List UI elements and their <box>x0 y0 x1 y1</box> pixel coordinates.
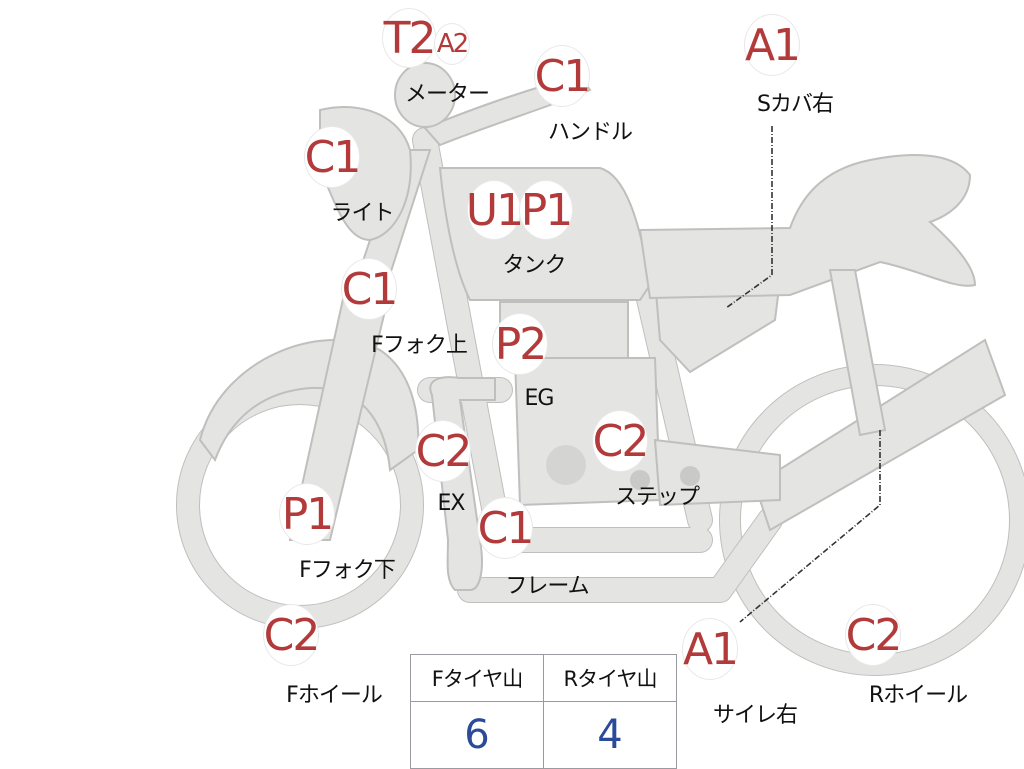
exhaust-grade-badge: C2 <box>416 421 470 481</box>
side-cover-label: Sカバ右 <box>757 86 833 118</box>
rear-shock-shape <box>830 270 885 435</box>
step-grade-badge: C2 <box>593 411 647 471</box>
engine-label: EG <box>525 386 554 411</box>
front-wheel-grade-badge: C2 <box>264 605 318 665</box>
fork-upper-label: Fフォク上 <box>371 327 467 359</box>
handle-label: ハンドル <box>548 114 632 146</box>
frame-grade-badge: C1 <box>478 498 532 558</box>
handle-grade-badge: C1 <box>535 46 589 106</box>
meter-label: メーター <box>405 76 489 108</box>
seat-shape <box>640 155 975 298</box>
tire-tread-table: Fタイヤ山 Rタイヤ山 6 4 <box>410 654 677 769</box>
step-label: ステップ <box>615 479 699 511</box>
light-label: ライト <box>330 195 393 227</box>
fork-lower-label: Fフォク下 <box>299 552 395 584</box>
light-grade-badge: C1 <box>305 127 359 187</box>
muffler-label: サイレ右 <box>713 697 797 729</box>
fork-upper-grade-badge: C1 <box>342 259 396 319</box>
meter-grade-badge-2: A2 <box>435 24 469 64</box>
tire-table-header-row: Fタイヤ山 Rタイヤ山 <box>411 655 677 702</box>
muffler-grade-badge: A1 <box>683 619 737 679</box>
rear-tire-value: 4 <box>544 702 677 769</box>
rear-tire-header: Rタイヤ山 <box>544 655 677 702</box>
side-cover-grade-badge: A1 <box>745 15 799 75</box>
front-tire-header: Fタイヤ山 <box>411 655 544 702</box>
tank-grade-badge-1: U1 <box>468 181 520 239</box>
exhaust-label: EX <box>438 491 465 516</box>
frame-label: フレーム <box>505 568 588 600</box>
fork-lower-grade-badge: P1 <box>280 484 334 544</box>
tire-table-value-row: 6 4 <box>411 702 677 769</box>
engine-grade-badge: P2 <box>493 314 547 374</box>
front-tire-value: 6 <box>411 702 544 769</box>
meter-grade-badge-1: T2 <box>383 9 435 67</box>
rear-wheel-label: Rホイール <box>869 677 967 709</box>
rear-wheel-grade-badge: C2 <box>846 605 900 665</box>
tank-grade-badge-2: P1 <box>520 181 572 239</box>
tank-label: タンク <box>502 247 565 279</box>
front-wheel-label: Fホイール <box>286 677 382 709</box>
